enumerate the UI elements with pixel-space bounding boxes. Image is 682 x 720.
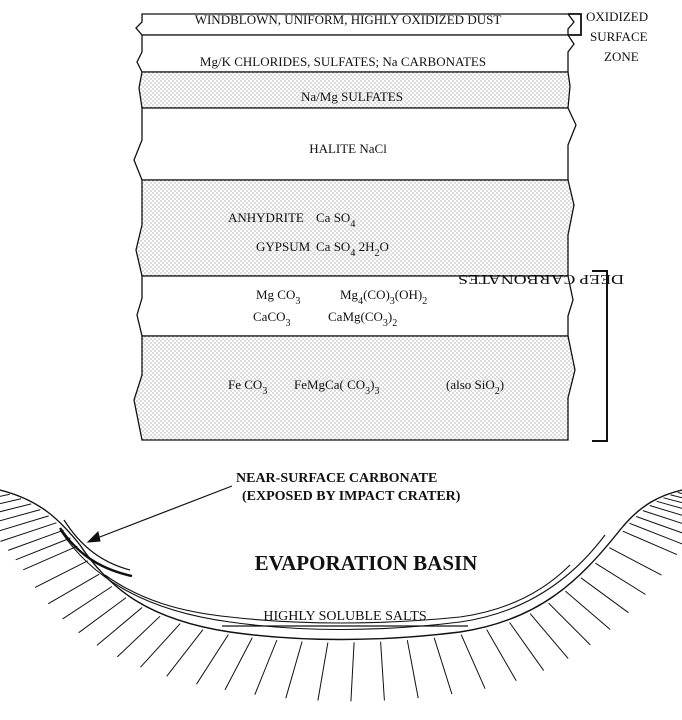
hatch-line [509, 622, 545, 671]
hatch-line [0, 503, 32, 513]
hatch-line [380, 641, 385, 701]
hatch-line [529, 613, 569, 659]
basin-cross-section [0, 489, 682, 641]
hatch-line [350, 642, 355, 702]
layer-column [133, 13, 577, 441]
hatch-line [96, 607, 143, 646]
hatch-line [166, 629, 204, 677]
hatch-line [622, 530, 678, 556]
oxidized-zone-label-2: SURFACE [590, 29, 648, 44]
basin-title: EVAPORATION BASIN [255, 551, 478, 575]
hatch-line [406, 640, 419, 699]
near-surface-carbonate [59, 527, 133, 578]
hatch-line [663, 497, 682, 504]
deep-carbonates-bracket [592, 270, 608, 442]
callout-line-2: (EXPOSED BY IMPACT CRATER) [242, 489, 461, 504]
feco3-formula: Fe CO3 [228, 377, 267, 397]
bedrock-hatching [0, 492, 682, 702]
deep-carbonates-label: DEEP CARBONATES [458, 271, 624, 286]
hatch-line [636, 516, 682, 534]
hatch-line [34, 560, 88, 588]
basin-surface [0, 489, 682, 641]
caco3-formula: CaCO3 [253, 309, 291, 329]
ankerite-formula: FeMgCa( CO3)3 [294, 377, 379, 397]
oxidized-zone-label-3: ZONE [604, 49, 639, 64]
halite-label: HALITE NaCl [309, 141, 387, 156]
hatch-line [0, 509, 41, 522]
hatch-line [196, 634, 229, 685]
hatch-line [0, 493, 10, 497]
hatch-line [254, 639, 278, 695]
hatch-line [629, 522, 682, 545]
hatch-line [23, 545, 78, 571]
gypsum-label: GYPSUM [256, 239, 311, 254]
hatch-line [140, 623, 181, 668]
hatch-line [486, 629, 517, 681]
hatch-line [670, 494, 682, 499]
hatch-line [0, 498, 22, 505]
hatch-line [224, 637, 253, 691]
basin-layer-line-2 [104, 564, 571, 624]
dolomite-formula: CaMg(CO3)2 [328, 309, 397, 329]
hydromagnesite-formula: Mg4(CO)3(OH)2 [340, 287, 427, 307]
hatch-line [15, 537, 71, 561]
hatch-line [548, 602, 591, 646]
hatch-line [0, 522, 57, 542]
gypsum-formula: Ca SO4 2H2O [316, 239, 389, 259]
anhydrite-label: ANHYDRITE [228, 210, 304, 225]
dust-label: WINDBLOWN, UNIFORM, HIGHLY OXIDIZED DUST [195, 12, 502, 27]
oxidized-zone-label-1: OXIDIZED [586, 9, 648, 24]
anhydrite-formula: Ca SO4 [316, 210, 355, 230]
hatch-line [656, 500, 682, 509]
hatch-line [595, 562, 646, 595]
hatch-line [642, 510, 682, 524]
hatch-line [649, 505, 682, 516]
hatch-line [78, 597, 127, 634]
hatch-line [460, 634, 486, 689]
callout-line-1: NEAR-SURFACE CARBONATE [236, 471, 437, 486]
hatch-line [0, 515, 49, 532]
hatch-line [433, 637, 453, 695]
callout-arrow [86, 485, 233, 543]
oxidized-zone-bracket [568, 13, 582, 36]
near-surface-carbonate-inner [63, 519, 131, 571]
hatch-line [285, 641, 303, 699]
layer-fe-carbonates [133, 335, 576, 441]
hatch-line [609, 547, 662, 576]
hatch-line [565, 590, 611, 630]
hatch-line [47, 573, 100, 605]
hatch-line [677, 492, 682, 495]
silica-note: (also SiO2) [446, 377, 504, 397]
salts-label: HIGHLY SOLUBLE SALTS [263, 609, 426, 624]
basin-layer-line-1 [59, 529, 606, 631]
hatch-line [8, 529, 64, 551]
mgco3-formula: Mg CO3 [256, 287, 300, 307]
hatch-line [62, 586, 113, 620]
sulfates-label: Na/Mg SULFATES [301, 89, 403, 104]
hatch-line [580, 577, 629, 614]
chlorides-label: Mg/K CHLORIDES, SULFATES; Na CARBONATES [200, 54, 486, 69]
hatch-line [116, 615, 161, 658]
hatch-line [317, 642, 329, 701]
